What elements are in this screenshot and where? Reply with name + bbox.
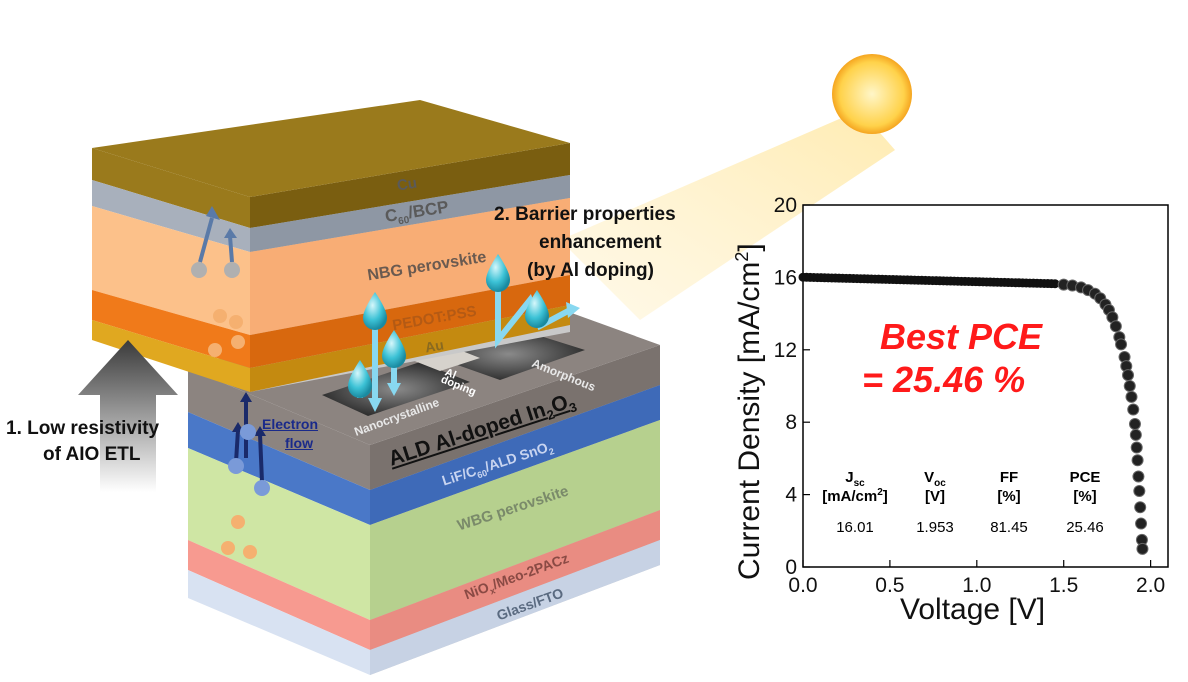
label-electron: Electron — [262, 416, 319, 432]
layer-nbg — [92, 206, 250, 335]
layer-aio — [188, 368, 370, 490]
stat-value: 25.46 — [1066, 519, 1104, 536]
data-point — [1129, 428, 1142, 441]
stat-header: PCE — [1070, 469, 1101, 486]
stat-unit: [%] — [1073, 488, 1096, 505]
x-tick-label: 1.5 — [1049, 574, 1078, 597]
data-point — [1122, 369, 1135, 382]
stat-unit: [%] — [997, 488, 1020, 505]
data-point — [1128, 418, 1141, 431]
layer-cu — [92, 148, 250, 228]
note2-line1: 2. Barrier properties — [494, 204, 676, 225]
x-tick-label: 1.0 — [962, 574, 991, 597]
layer-wbg — [188, 448, 370, 620]
callout-line1: Best PCE — [880, 316, 1043, 357]
callout-line2: = 25.46 % — [862, 359, 1026, 400]
x-axis-label: Voltage [V] — [900, 593, 1046, 626]
al-doping-tile — [412, 347, 480, 371]
y-axis-label: Current Density [mA/cm2] — [732, 243, 766, 580]
x-tick-label: 0.0 — [788, 574, 817, 597]
data-point — [1134, 501, 1147, 514]
note2-line2: enhancement — [539, 232, 662, 253]
stat-header: FF — [1000, 469, 1018, 486]
y-tick-label: 8 — [785, 411, 797, 434]
data-point — [1130, 441, 1143, 454]
layer-au — [92, 320, 250, 392]
data-point — [1123, 380, 1136, 392]
stat-unit: [V] — [925, 488, 945, 505]
x-tick-label: 0.5 — [875, 574, 904, 597]
data-point — [1136, 542, 1149, 555]
amorphous-micrograph — [432, 328, 585, 380]
stat-unit: [mA/cm2] — [822, 487, 888, 505]
up-arrow-icon — [78, 340, 178, 492]
charge-carriers-top — [191, 206, 245, 357]
data-point — [1131, 454, 1144, 467]
x-tick-label: 2.0 — [1136, 574, 1165, 597]
y-tick-label: 16 — [774, 266, 797, 289]
data-point — [1127, 403, 1140, 416]
cu-top-surface — [92, 100, 570, 197]
y-tick-label: 0 — [785, 556, 797, 579]
sun-icon — [832, 54, 912, 134]
layer-bcp — [92, 180, 250, 252]
stat-value: 81.45 — [990, 519, 1028, 536]
y-tick-label: 12 — [774, 339, 797, 362]
layer-etl — [188, 412, 370, 525]
layer-fto — [188, 570, 370, 675]
stat-value: 1.953 — [916, 519, 954, 536]
data-point — [1109, 320, 1122, 333]
plot-area — [802, 204, 1169, 568]
label-flow: flow — [285, 435, 313, 451]
stat-value: 16.01 — [836, 519, 874, 536]
layer-nio — [188, 540, 370, 650]
note1-line2: of AIO ETL — [43, 444, 141, 465]
charge-carriers-bottom — [221, 392, 270, 559]
note1-line1: 1. Low resistivity — [6, 418, 160, 439]
y-tick-label: 20 — [774, 194, 797, 217]
data-point — [1125, 390, 1138, 403]
data-point — [1135, 517, 1148, 530]
data-point — [1115, 338, 1128, 351]
note2-line3: (by Al doping) — [527, 260, 654, 281]
data-point — [1132, 470, 1145, 483]
moisture-droplets — [348, 254, 580, 412]
data-point — [1050, 279, 1060, 289]
y-tick-label: 4 — [785, 484, 797, 507]
data-point — [1133, 484, 1146, 497]
light-beam — [560, 110, 895, 320]
